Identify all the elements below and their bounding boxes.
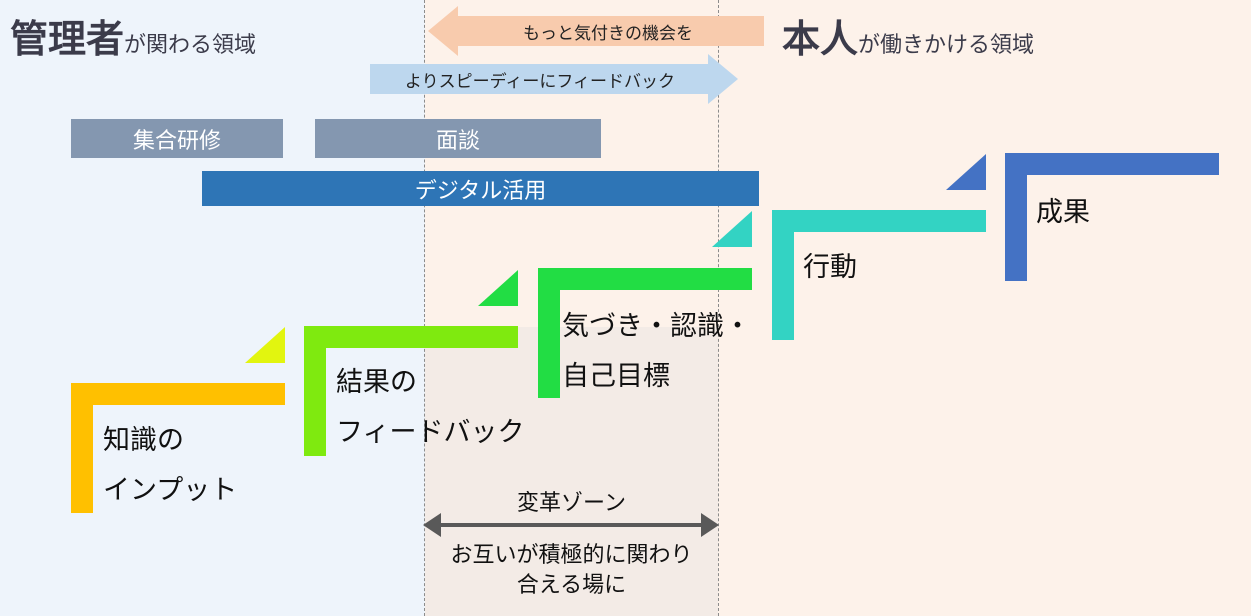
step-awareness-vertical (538, 268, 560, 398)
step-result-feedback-triangle (478, 270, 518, 306)
zone-description: お互いが積極的に関わり 合える場に (425, 541, 718, 601)
step-label-line2: 自己目標 (562, 361, 670, 392)
step-result-feedback-horizontal (304, 326, 518, 348)
zone-description-line2: 合える場に (516, 573, 627, 598)
leftward-arrow-icon (428, 6, 764, 56)
self-heading-rest: が働きかける領域 (858, 33, 1035, 58)
step-outcome-horizontal (1005, 153, 1219, 175)
rightward-arrow-label: よりスピーディーにフィードバック (404, 71, 676, 92)
digital-utilization-bar: デジタル活用 (202, 171, 759, 206)
manager-area-heading: 管理者が関わる領域 (10, 20, 256, 58)
step-label-line2: フィードバック (336, 417, 525, 448)
step-knowledge-input-vertical (71, 383, 93, 513)
self-heading-bold: 本人 (782, 17, 859, 61)
step-label-line2: インプット (103, 475, 238, 506)
step-knowledge-input-horizontal (71, 383, 285, 405)
step-outcome-label: 成果 (1036, 188, 1090, 238)
manager-heading-rest: が関わる領域 (124, 33, 257, 58)
leftward-arrow-label: もっと気付きの機会を (523, 23, 693, 44)
step-knowledge-input-triangle (245, 327, 285, 363)
group-training-bar: 集合研修 (71, 119, 283, 158)
double-arrow-icon (423, 513, 719, 537)
step-awareness-label: 気づき・認識・ 自己目標 (562, 302, 751, 402)
rightward-arrow-icon (370, 54, 738, 104)
self-area-heading: 本人が働きかける領域 (782, 20, 1034, 58)
step-label-line1: 行動 (803, 252, 857, 283)
step-result-feedback-label: 結果の フィードバック (336, 358, 524, 458)
step-label-line1: 成果 (1036, 197, 1090, 228)
manager-heading-bold: 管理者 (10, 17, 125, 61)
manager-area-background (0, 0, 425, 616)
step-action-triangle (946, 154, 986, 190)
zone-title: 変革ゾーン (517, 491, 626, 516)
transformation-zone-box (425, 327, 718, 616)
step-result-feedback-vertical (304, 326, 326, 456)
zone-description-line1: お互いが積極的に関わり (450, 543, 693, 568)
step-label-line1: 結果の (336, 367, 417, 398)
step-label-line1: 気づき・認識・ (562, 311, 751, 342)
step-outcome-vertical (1005, 153, 1027, 281)
step-awareness-triangle (712, 211, 752, 247)
step-label-line1: 知識の (103, 425, 184, 456)
zone-right-dashed-line (718, 0, 719, 616)
interview-bar: 面談 (315, 119, 601, 158)
step-action-label: 行動 (803, 243, 857, 293)
step-action-vertical (772, 210, 794, 340)
step-knowledge-input-label: 知識の インプット (103, 416, 237, 516)
step-action-horizontal (772, 210, 986, 232)
zone-left-dashed-line (424, 0, 425, 616)
step-awareness-horizontal (538, 268, 752, 290)
